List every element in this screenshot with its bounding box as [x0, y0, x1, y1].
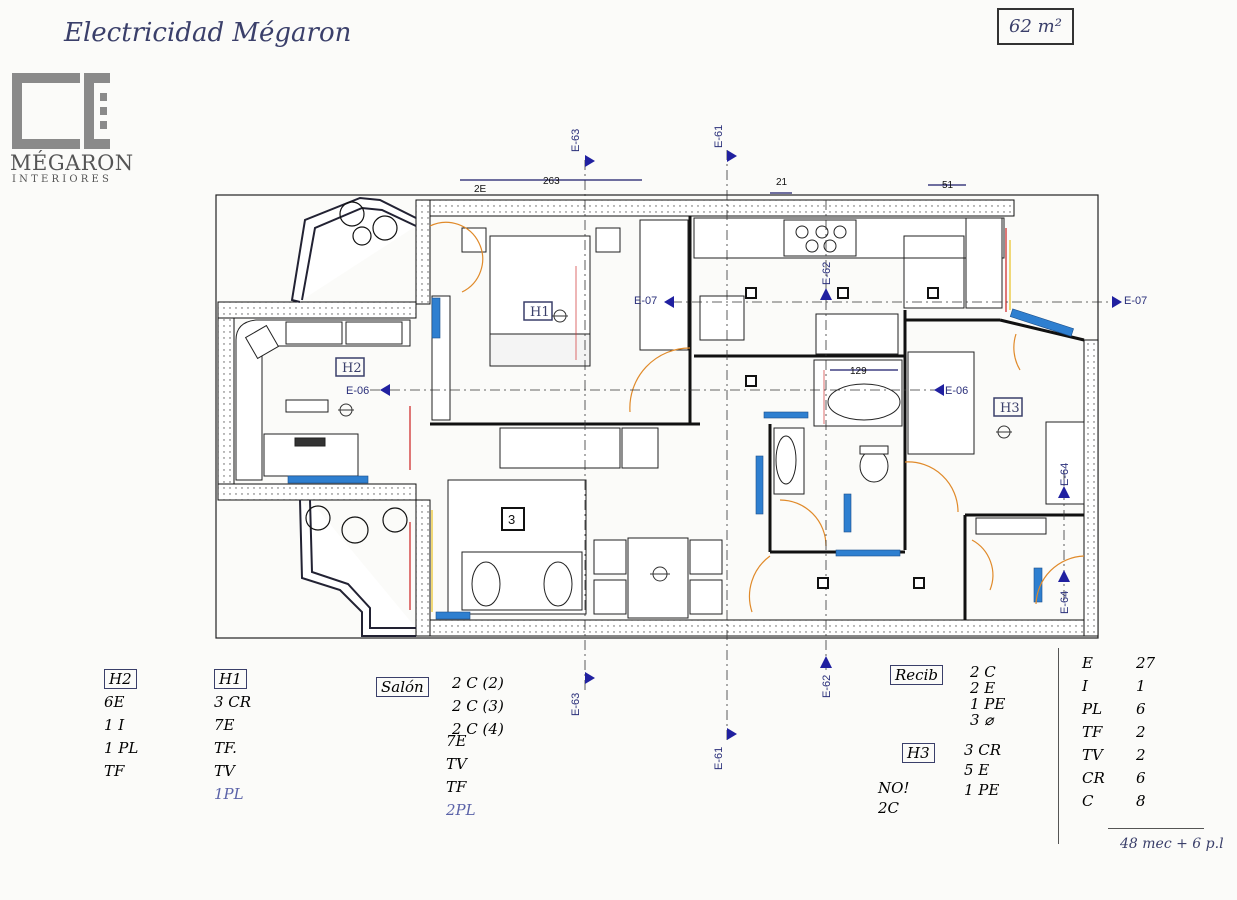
section-marker-icon	[380, 150, 1122, 740]
notes-salon: 2 C (2) 2 C (3) 2 C (4)	[452, 672, 504, 741]
note-line: TF	[104, 762, 125, 780]
room-tag-h1: H1	[530, 305, 550, 320]
dim-51: 51	[942, 180, 954, 191]
svg-text:E-07: E-07	[634, 295, 657, 307]
dim-129: 129	[850, 366, 867, 377]
notes-h1-head: H1	[214, 669, 247, 689]
note-line: 1 I	[104, 716, 125, 734]
totals-rule	[1108, 828, 1204, 829]
dimension-lines	[460, 179, 966, 371]
note-line: 3 CR	[964, 741, 1002, 759]
note-line: 6E	[104, 693, 125, 711]
note-line: 2 C	[970, 663, 996, 681]
h2-furniture	[235, 319, 411, 481]
plant-icon	[305, 201, 408, 544]
yellow-markings	[431, 240, 1011, 612]
bathroom-fixtures	[773, 351, 975, 495]
salon-furniture	[447, 421, 1085, 619]
room-tag-h2: H2	[342, 361, 362, 376]
note-line: NO!	[878, 779, 910, 797]
totals-divider	[1058, 648, 1059, 844]
exterior-walls	[217, 199, 1099, 637]
note-line: 2 E	[970, 679, 996, 697]
totals-footer: 48 mec + 6 p.l	[1120, 836, 1224, 852]
logo-subtitle: INTERIORES	[12, 174, 113, 185]
svg-text:E-62: E-62	[821, 675, 833, 698]
notes-salon-extra: 7E TV TF 2PL	[446, 730, 476, 822]
notes-h1: H1 3 CR 7E TF. TV 1PL	[214, 668, 251, 806]
note-line: 3 CR	[214, 693, 252, 711]
note-line: 1 PE	[970, 695, 1006, 713]
svg-text:E-06: E-06	[945, 385, 968, 397]
note-line-blue: 2PL	[446, 801, 476, 819]
svg-text:E-07: E-07	[1124, 295, 1147, 307]
megaron-logo-icon	[12, 73, 110, 149]
notes-h2: H2 6E 1 I 1 PL TF	[104, 668, 138, 783]
svg-text:E-62: E-62	[821, 262, 833, 285]
note-line: 2 C (3)	[452, 697, 504, 715]
dim-2e: 2E	[474, 184, 487, 195]
notes-h3: 3 CR 5 E 1 PE	[964, 740, 1001, 800]
balcony-bottom	[299, 499, 416, 637]
area-box: 62 m²	[997, 8, 1074, 45]
notes-recib-head: Recib	[890, 664, 943, 687]
note-line: TF.	[214, 739, 237, 757]
section-labels: E-63 E-61 E-63 E-61 E-62 E-62 E-64 E-64 …	[346, 125, 1147, 770]
notes-salon-head: Salón	[376, 676, 429, 699]
notes-h3-aside: NO! 2C	[878, 778, 909, 818]
note-line: 2 C (4)	[452, 720, 504, 738]
note-line: TV	[446, 755, 467, 773]
dim-263: 263	[543, 176, 560, 187]
svg-text:E-61: E-61	[713, 125, 725, 148]
note-line: 1 PE	[964, 781, 1000, 799]
note-line: 5 E	[964, 761, 990, 779]
balcony-top	[290, 196, 417, 303]
note-line: 7E	[446, 732, 467, 750]
red-markings	[409, 228, 1007, 610]
notes-recib: 2 C 2 E 1 PE 3 ⌀	[970, 664, 1005, 728]
svg-text:E-06: E-06	[346, 385, 369, 397]
room-tag-h3: H3	[1000, 401, 1020, 416]
note-line: 2C	[878, 799, 900, 817]
ceiling-light-icon	[745, 287, 939, 589]
room-tag-salon: 3	[508, 512, 515, 527]
notes-h2-head: H2	[104, 669, 137, 689]
note-line: TV	[214, 762, 235, 780]
kitchen-counters	[693, 217, 1005, 355]
note-line: 7E	[214, 716, 235, 734]
svg-text:E-63: E-63	[570, 693, 582, 716]
svg-text:E-64: E-64	[1059, 463, 1071, 486]
note-line: 1 PL	[104, 739, 139, 757]
radiators	[287, 297, 1074, 620]
logo-name: MÉGARON	[10, 151, 134, 175]
notes-h3-head: H3	[902, 742, 935, 765]
svg-text:E-64: E-64	[1059, 591, 1071, 614]
door-swings	[429, 221, 1085, 613]
note-line-blue: 1PL	[214, 785, 244, 803]
svg-text:E-61: E-61	[713, 747, 725, 770]
note-line: TF	[446, 778, 467, 796]
drawing-title: Electricidad Mégaron	[64, 18, 352, 48]
outlet-icon	[338, 309, 1012, 582]
dim-21: 21	[776, 177, 788, 188]
h1-furniture	[431, 219, 689, 469]
note-line: 2 C (2)	[452, 674, 504, 692]
svg-text:E-63: E-63	[570, 129, 582, 152]
note-line: 3 ⌀	[970, 711, 994, 729]
